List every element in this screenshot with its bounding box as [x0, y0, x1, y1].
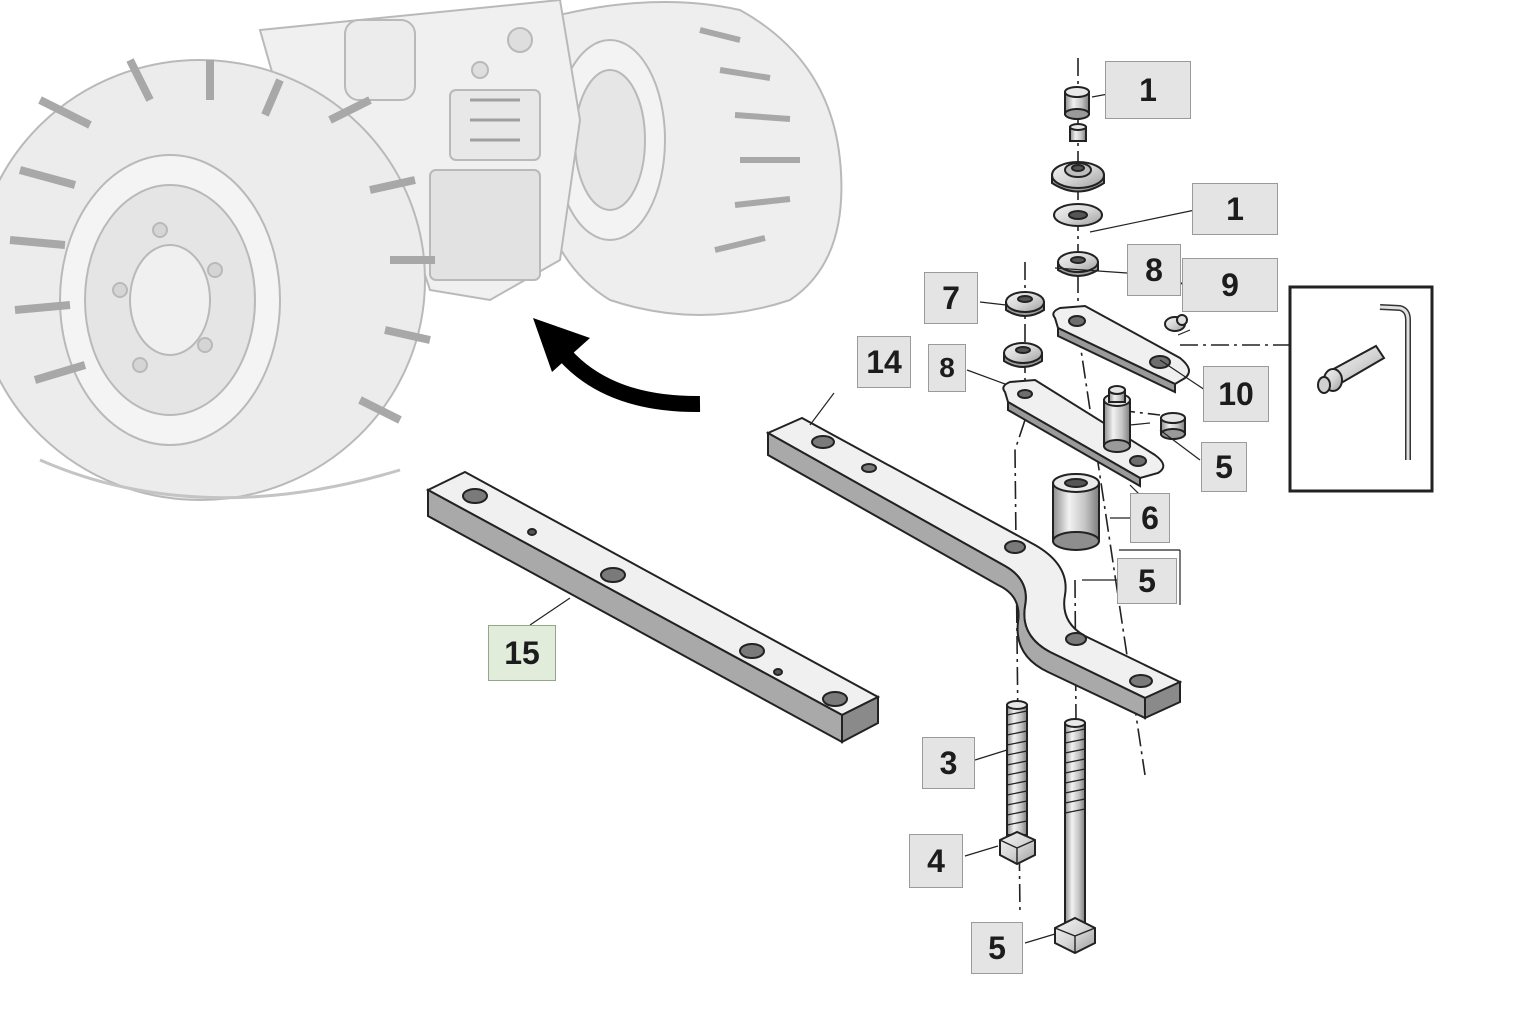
detail-inset: [1288, 285, 1434, 493]
callout-8-upper: 8: [1127, 244, 1181, 296]
part-15-drawbar: [425, 470, 881, 744]
part-5-cap: [1160, 412, 1186, 440]
part-8-nut-upper: [1057, 251, 1099, 277]
callout-8-lower: 8: [928, 344, 966, 392]
callout-1-washer: 1: [1192, 183, 1278, 235]
callout-1-cap: 1: [1105, 61, 1191, 119]
tractor-rear-illustration: [0, 0, 843, 501]
part-4-nut: [999, 830, 1036, 866]
leader-lines: [529, 88, 1211, 944]
part-9-grease-nipple: [1164, 314, 1188, 332]
callout-7: 7: [924, 272, 978, 324]
callout-4: 4: [909, 834, 963, 888]
callout-15: 15: [488, 625, 556, 681]
callout-14: 14: [857, 336, 911, 388]
part-3-stud-bolt: [1006, 700, 1028, 836]
part-washer-upper: [1053, 203, 1103, 227]
direction-arrow-icon: [533, 318, 701, 413]
callout-5-spacer: 5: [1117, 558, 1177, 604]
callout-10: 10: [1203, 366, 1269, 422]
part-5-long-bolt: [1054, 718, 1096, 955]
callout-9: 9: [1182, 258, 1278, 312]
callout-3: 3: [922, 737, 975, 789]
allen-key-icon: [1379, 304, 1411, 460]
part-7-nut: [1005, 291, 1045, 317]
callout-5-bolt: 5: [971, 922, 1023, 974]
detail-inset-pin-icon: [1317, 344, 1386, 394]
part-1-pin-cap: [1064, 86, 1090, 142]
part-6-pin-plate: [1002, 378, 1165, 488]
part-lock-nut: [1051, 161, 1105, 193]
part-10-link-plate: [1052, 304, 1190, 394]
callout-5-cap: 5: [1201, 442, 1247, 492]
part-14-offset-drawbar: [765, 416, 1183, 720]
part-6-bushing: [1052, 473, 1100, 551]
callout-6: 6: [1130, 493, 1170, 543]
part-8-nut-lower: [1003, 342, 1043, 368]
